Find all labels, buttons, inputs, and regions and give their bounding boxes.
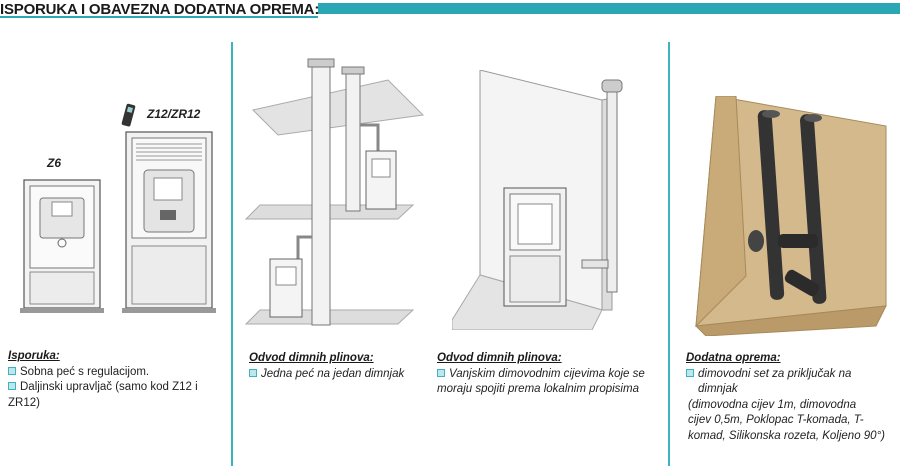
column-divider (668, 42, 670, 466)
delivery-item: Sobna peć s regulacijom. (8, 365, 228, 381)
flue-item: Vanjskim dimovodnim cijevima koje se mor… (437, 367, 645, 395)
external-flue-illustration (452, 70, 623, 330)
accessories-title: Dodatna oprema: (686, 352, 781, 364)
label-z6: Z6 (47, 156, 62, 170)
bullet-icon (437, 368, 445, 377)
bullet-icon (8, 382, 16, 390)
label-z12-zr12: Z12/ZR12 (147, 107, 201, 121)
flue-title-single: Odvod dimnih plinova: (249, 352, 374, 364)
delivery-section: Isporuka: Sobna peć s regulacijom. Dalji… (8, 349, 228, 411)
flue-section-external: Odvod dimnih plinova: Vanjskim dimovodni… (437, 351, 665, 398)
chimney-floors-illustration (244, 58, 425, 326)
title-underline (0, 16, 318, 18)
flue-title-external: Odvod dimnih plinova: (437, 352, 562, 364)
accessories-item: dimovodni set za priključak na (686, 367, 898, 383)
section-header: ISPORUKA I OBAVEZNA DODATNA OPREMA: (0, 0, 900, 20)
flue-section-single: Odvod dimnih plinova: Jedna peć na jedan… (249, 351, 429, 382)
accessories-detail: cijev 0,5m, Poklopac T-komada, T- (688, 414, 864, 426)
bullet-icon (249, 368, 257, 377)
accessories-item-cont: dimnjak (698, 383, 738, 395)
delivery-item: Daljinski upravljač (samo kod Z12 i ZR12… (8, 381, 198, 409)
header-accent-bar (318, 3, 900, 14)
bullet-icon (686, 368, 694, 377)
stoves-illustration (20, 103, 216, 313)
accessories-detail: (dimovodna cijev 1m, dimovodna (688, 398, 857, 411)
section-title: ISPORUKA I OBAVEZNA DODATNA OPREMA: (0, 1, 320, 18)
delivery-title: Isporuka: (8, 350, 60, 362)
flue-item: Jedna peć na jedan dimnjak (249, 367, 429, 383)
bullet-icon (8, 366, 16, 375)
column-divider (231, 42, 233, 466)
accessories-section: Dodatna oprema: dimovodni set za priklju… (686, 351, 898, 444)
accessories-detail: komad, Silikonska rozeta, Koljeno 90°) (688, 429, 886, 442)
flue-set-box-illustration (694, 96, 887, 336)
